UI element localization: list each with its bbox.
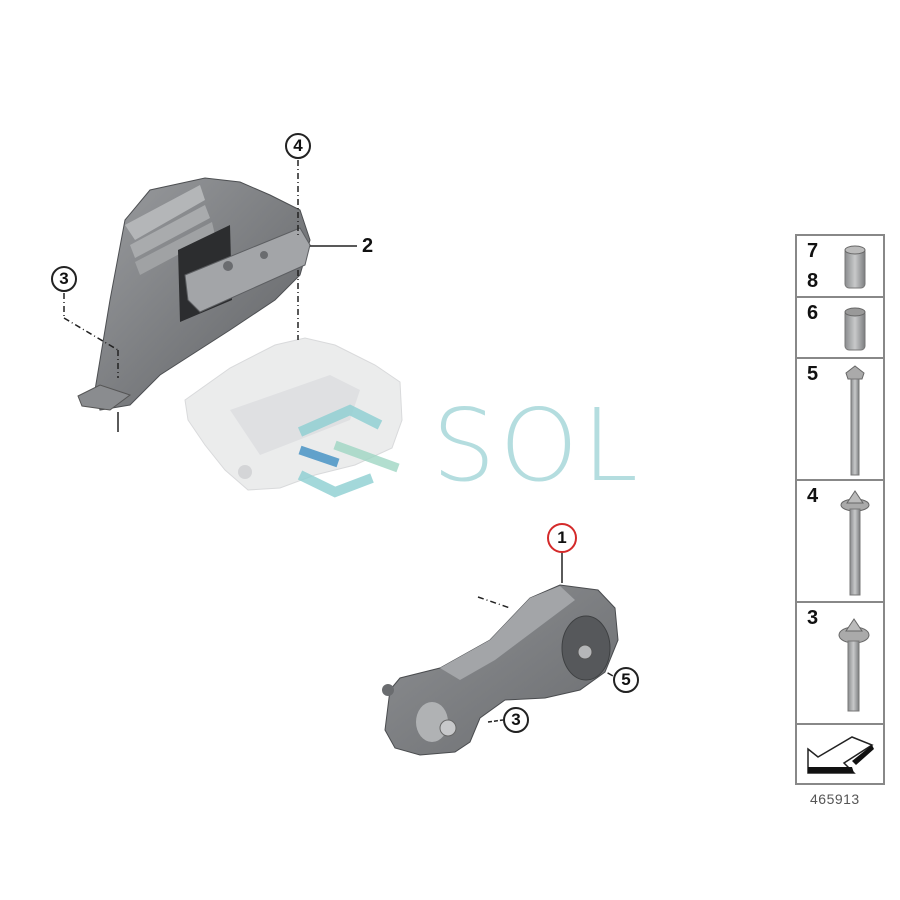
torque-rod-part-1 [382,584,619,756]
part-number-3: 3 [807,607,819,629]
long-bolt-icon [845,365,865,476]
callout-3-left[interactable]: 3 [51,266,77,292]
short-torx-bolt-icon [838,618,870,712]
callout-3-bottom[interactable]: 3 [503,707,529,733]
parts-row-4[interactable]: 4 [797,481,883,603]
direction-arrow-icon [807,736,874,774]
part-number-8: 8 [807,270,819,292]
part-number-6: 6 [807,302,819,324]
mount-bracket-faded [184,337,403,491]
part-number-7: 7 [807,240,819,262]
callout-4[interactable]: 4 [285,133,311,159]
parts-row-6[interactable]: 6 [797,298,883,359]
callout-1-highlighted[interactable]: 1 [547,523,577,553]
callout-5[interactable]: 5 [613,667,639,693]
parts-row-5[interactable]: 5 [797,359,883,481]
threaded-sleeve-icon [844,245,866,289]
parts-panel: 7 8 6 5 4 3 [795,234,885,785]
torx-bolt-icon [840,490,870,596]
sleeve-icon [844,307,866,351]
watermark-logo-icon [297,404,400,498]
diagram-number: 465913 [810,791,860,807]
parts-row-direction [797,725,883,783]
part-number-4: 4 [807,485,819,507]
engine-mount-part-2 [77,177,311,411]
watermark-text: SOL [432,387,642,504]
parts-row-7-8[interactable]: 7 8 [797,236,883,298]
callout-2[interactable]: 2 [362,235,374,257]
parts-row-3[interactable]: 3 [797,603,883,725]
part-number-5: 5 [807,363,819,385]
